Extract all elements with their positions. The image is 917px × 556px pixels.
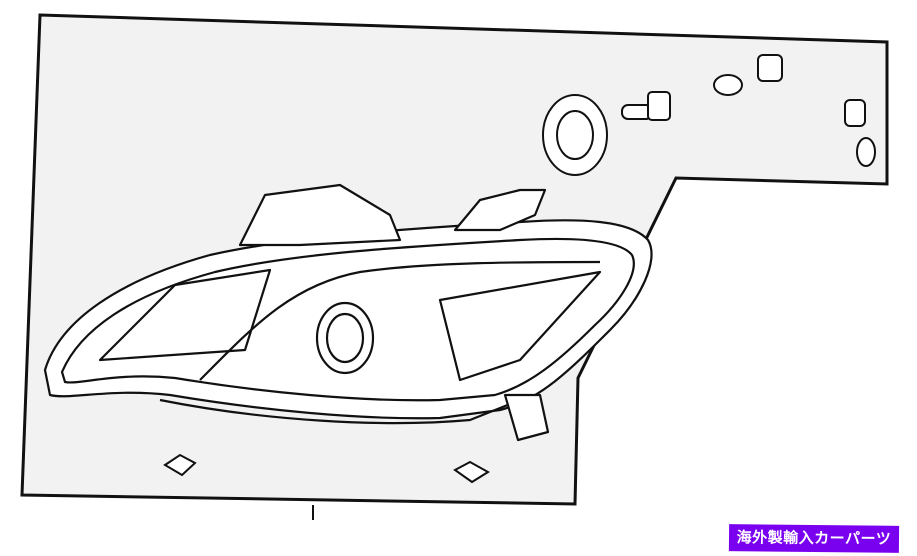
bulb-socket-3 <box>844 99 876 167</box>
projector-lens <box>315 301 375 375</box>
import-car-parts-badge: 海外製輸入カーパーツ <box>728 524 900 553</box>
clip-nut-2 <box>453 460 490 484</box>
clip-nut-1 <box>163 453 197 477</box>
bulb-1 <box>713 74 743 96</box>
headlight-housing <box>43 183 653 442</box>
bulb-socket-2 <box>757 54 783 82</box>
bulb-socket-seal <box>542 94 608 176</box>
bulb-socket-1 <box>621 91 671 121</box>
